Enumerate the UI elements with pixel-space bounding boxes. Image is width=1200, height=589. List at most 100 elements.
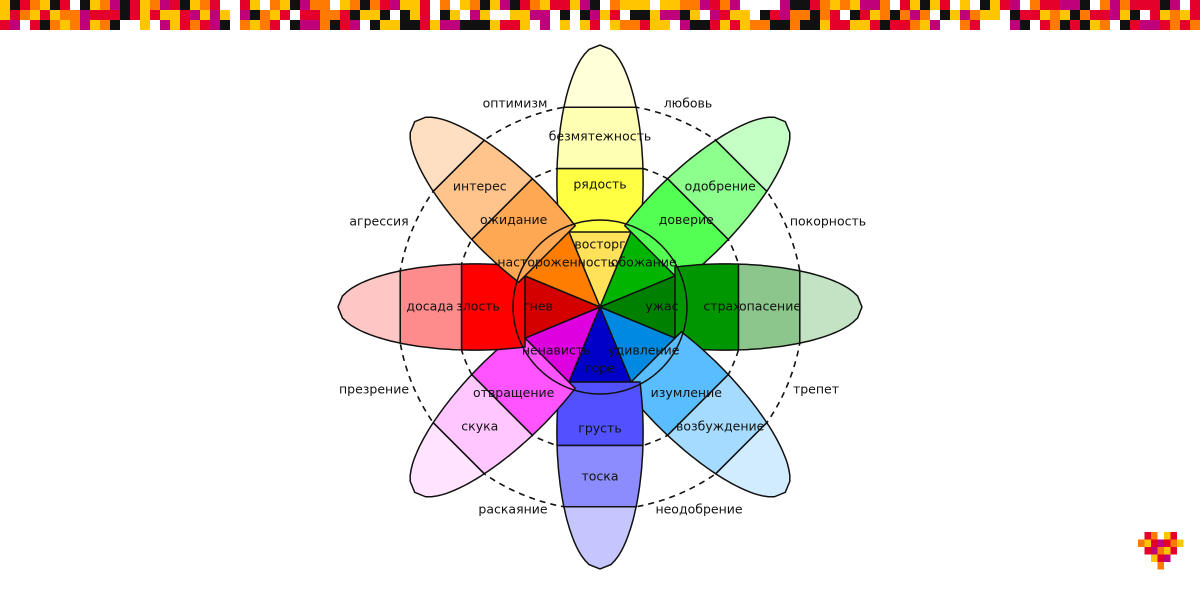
band-surprise-tip [714,421,791,498]
border-pixel [880,0,890,10]
border-pixel [850,10,860,20]
border-pixel [40,0,50,10]
border-pixel [370,10,380,20]
border-pixel [1000,20,1010,30]
border-pixel [100,10,110,20]
emotion-label-joy-2: безмятежность [549,129,652,144]
border-pixel [810,0,820,10]
border-pixel [960,20,970,30]
border-pixel [660,20,670,30]
border-pixel [420,10,430,20]
border-pixel [940,0,950,10]
band-sadness-tip [562,506,638,570]
border-pixel [550,10,560,20]
border-pixel [970,0,980,10]
border-pixel [540,10,550,20]
border-pixel [650,20,660,30]
border-pixel [530,10,540,20]
border-pixel [460,0,470,10]
border-pixel [510,0,520,10]
border-pixel [1130,0,1140,10]
border-pixel [680,10,690,20]
logo-pixel [1151,532,1158,540]
logo-pixel [1144,532,1151,540]
border-pixel [100,20,110,30]
border-pixel [140,20,150,30]
border-pixel [940,10,950,20]
logo-pixel [1170,532,1177,540]
border-pixel [360,10,370,20]
border-pixel [960,10,970,20]
border-pixel [1070,20,1080,30]
border-pixel [1080,0,1090,10]
logo-pixel [1170,547,1177,555]
border-pixel [480,10,490,20]
border-pixel [330,10,340,20]
border-pixel [380,10,390,20]
border-pixel [1140,10,1150,20]
border-pixel [1160,20,1170,30]
border-pixel [190,20,200,30]
border-pixel [180,10,190,20]
border-pixel [1180,10,1190,20]
border-pixel [180,0,190,10]
border-pixel [80,10,90,20]
border-pixel [260,0,270,10]
border-pixel [900,20,910,30]
border-pixel [600,20,610,30]
border-pixel [370,20,380,30]
border-pixel [250,10,260,20]
border-pixel [750,10,760,20]
border-pixel [10,10,20,20]
border-pixel [280,10,290,20]
border-pixel [1120,0,1130,10]
emotion-label-trust-1: доверие [659,212,714,227]
border-pixel [1100,10,1110,20]
emotion-label-anticipation-0: настороженность [497,255,615,270]
border-pixel [330,0,340,10]
logo-pixel [1164,547,1171,555]
border-pixel [820,10,830,20]
border-pixel [500,20,510,30]
border-pixel [20,20,30,30]
border-pixel [590,10,600,20]
border-pixel [20,10,30,20]
emotion-label-anticipation-1: ожидание [480,212,548,227]
border-pixel [430,20,440,30]
border-pixel [780,0,790,10]
border-pixel [610,10,620,20]
border-pixel [770,0,780,10]
border-pixel [890,20,900,30]
border-pixel [300,20,310,30]
border-pixel [820,20,830,30]
border-pixel [1050,20,1060,30]
border-pixel [140,0,150,10]
border-pixel [1010,10,1020,20]
border-pixel [790,20,800,30]
border-pixel [1160,0,1170,10]
border-pixel [710,20,720,30]
emotion-label-trust-0: обожание [611,255,677,270]
border-pixel [550,0,560,10]
border-pixel [240,0,250,10]
logo-pixel [1157,554,1164,562]
border-pixel [1060,10,1070,20]
border-pixel [340,20,350,30]
border-pixel [130,20,140,30]
border-pixel [830,10,840,20]
border-pixel [490,20,500,30]
border-pixel [870,0,880,10]
border-pixel [1030,10,1040,20]
border-pixel [1040,0,1050,10]
border-pixel [330,20,340,30]
border-pixel [640,20,650,30]
emotion-label-surprise-0: удивление [608,342,680,357]
logo-pixel [1144,547,1151,555]
border-pixel [670,20,680,30]
border-pixel [770,20,780,30]
border-pixel [10,0,20,10]
border-pixel [560,20,570,30]
border-pixel [450,20,460,30]
border-pixel [850,0,860,10]
